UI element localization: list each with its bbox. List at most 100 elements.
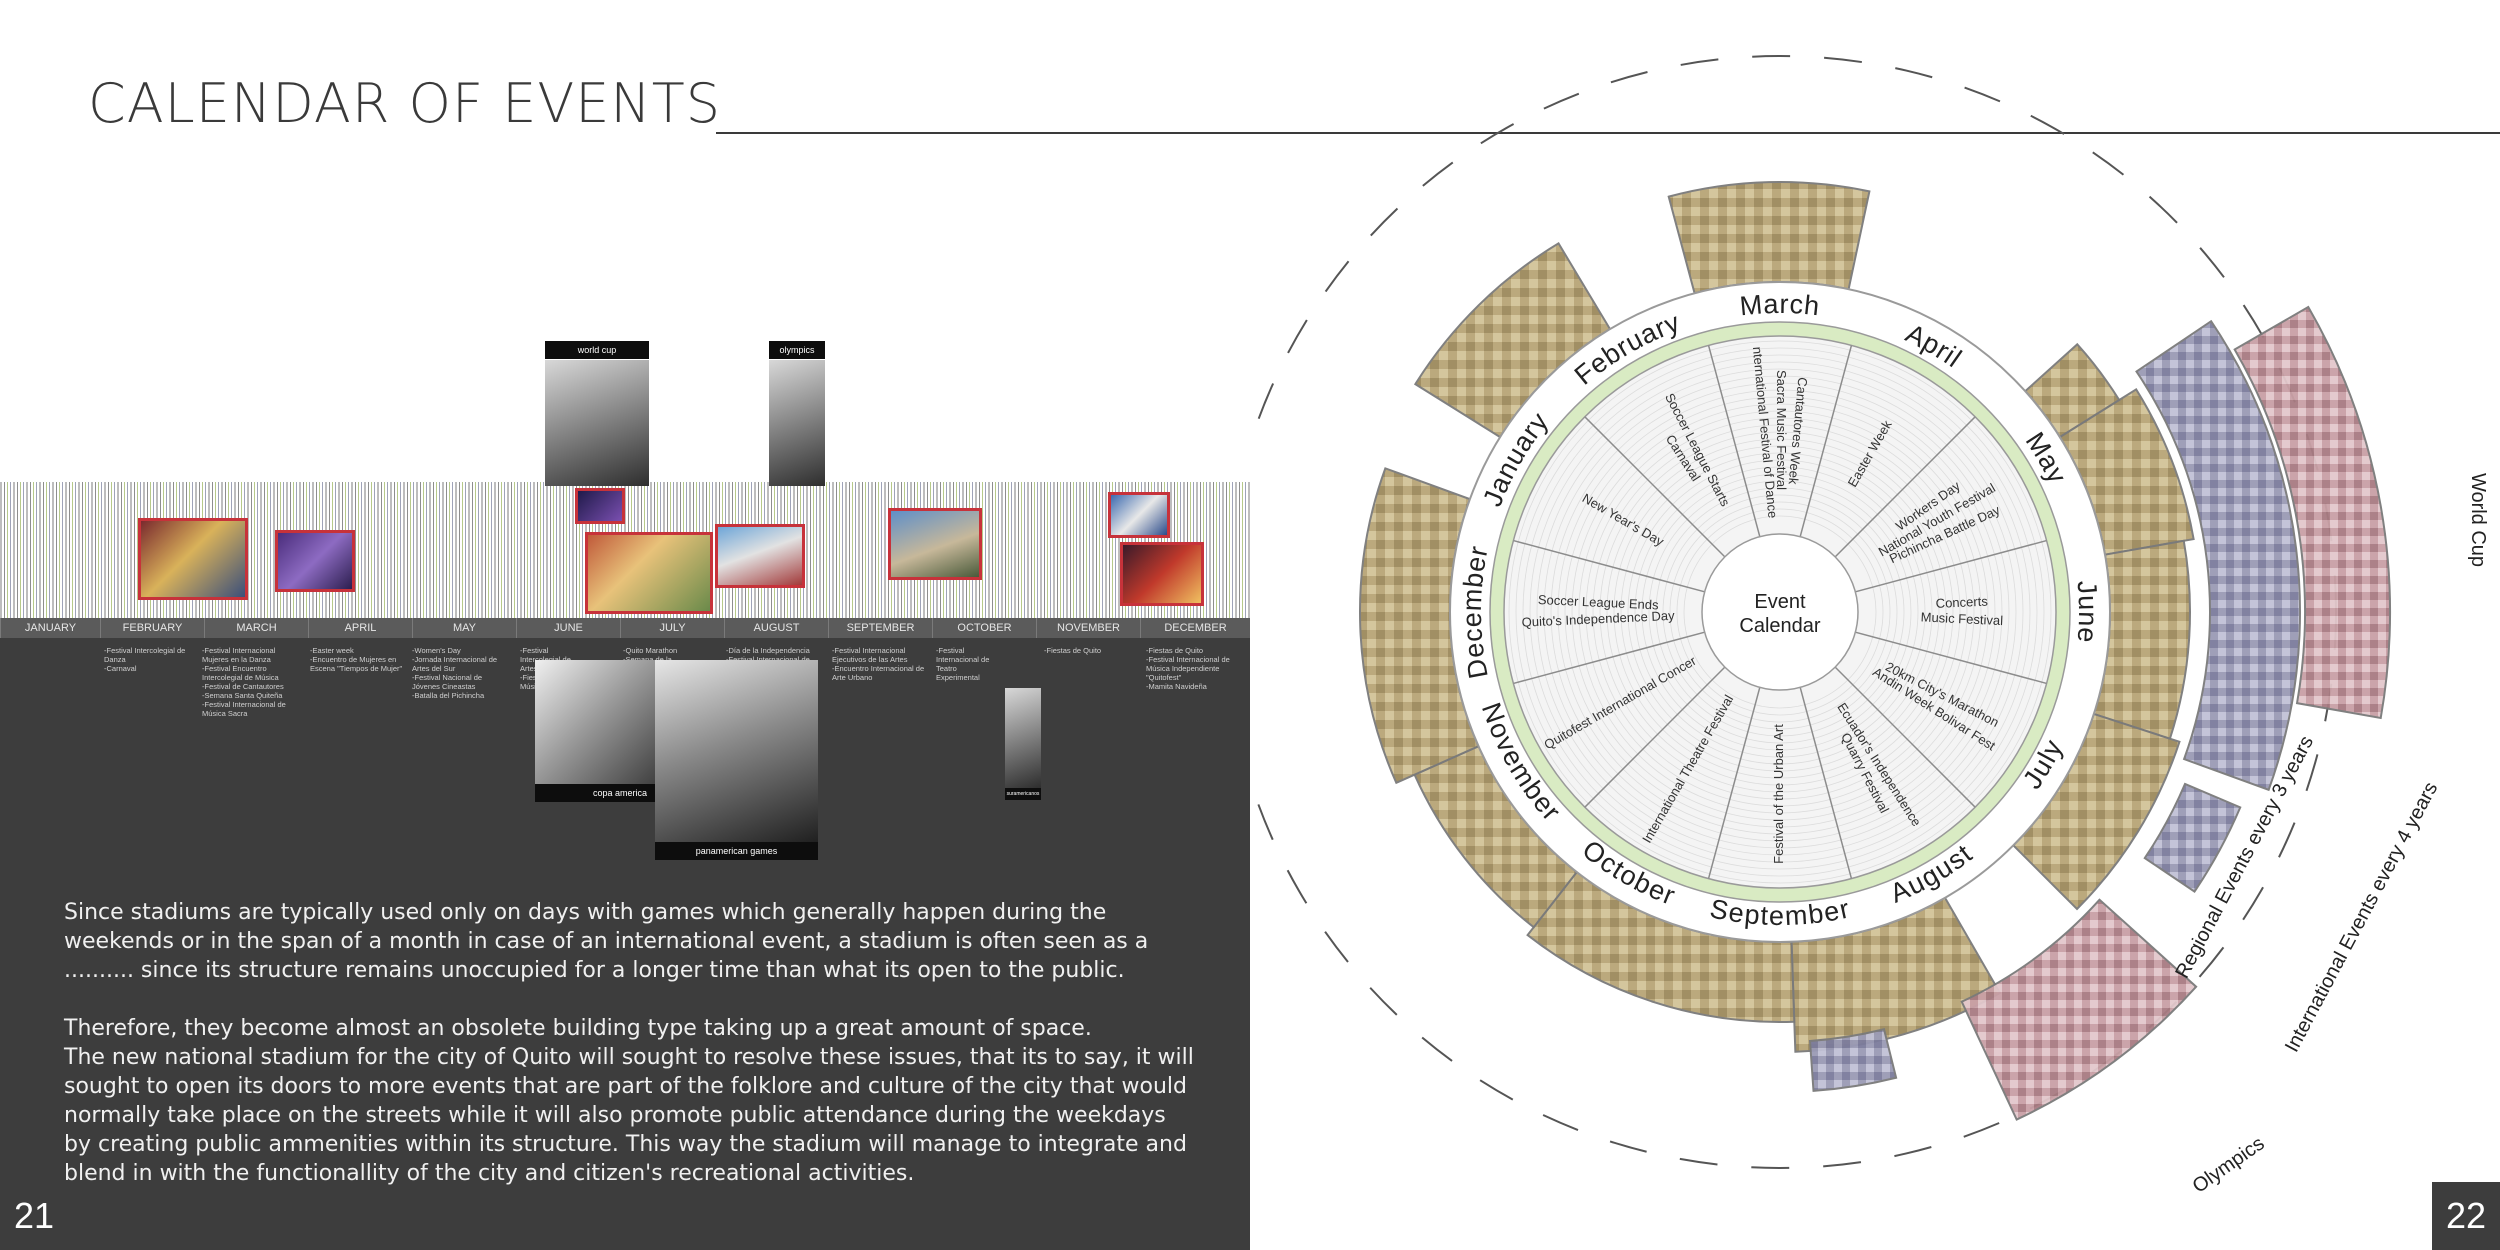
grid-ring: [1557, 389, 2003, 835]
month-label: MAY: [412, 618, 516, 638]
grid-ring: [1655, 487, 1905, 737]
wheel-core: [1449, 281, 2111, 943]
independence-photo: [715, 524, 805, 588]
month-divider: [1513, 539, 1705, 593]
event-calendar-wheel: EventCalendarJanuaryFebruaryMarchAprilMa…: [1250, 0, 2489, 1198]
suramericanos-photo: [1005, 688, 1041, 788]
marathon-photo: [585, 532, 713, 614]
fiestas-quito-photo: [1120, 542, 1204, 606]
urban-art-photo: [888, 508, 982, 580]
grid-ring: [1592, 424, 1968, 800]
carnaval-photo: [138, 518, 248, 600]
event-list-september: -Festival Internacional Ejecutivos de la…: [832, 646, 925, 682]
world-cup-label: World Cup: [2467, 473, 2489, 567]
wheel-event-label: Festival of the Urban Art: [1771, 724, 1786, 864]
month-label: MARCH: [204, 618, 308, 638]
photo-sectors: [1359, 181, 2391, 1121]
page-title: CALENDAR OF EVENTS: [88, 72, 722, 135]
month-divider: [1799, 345, 1853, 537]
wheel-event-label: Concerts: [1935, 594, 1988, 611]
month-label: OCTOBER: [932, 618, 1036, 638]
center-label: Calendar: [1739, 615, 1821, 637]
photo-sector: [1808, 1028, 1898, 1092]
month-label: DECEMBER: [1140, 618, 1250, 638]
month-divider: [1855, 539, 2047, 593]
grid-ring: [1627, 459, 1933, 765]
grid-ring: [1676, 508, 1884, 716]
event-list-april: -Easter week -Encuentro de Mujeres en Es…: [310, 646, 403, 673]
month-divider: [1707, 687, 1761, 879]
grid-ring: [1508, 340, 2052, 884]
olympics-tag: olympics: [769, 341, 825, 359]
wheel-month-label: December: [1457, 543, 1494, 681]
grid-ring: [1543, 375, 2017, 849]
month-label: JUNE: [516, 618, 620, 638]
wheel-event-label: Soccer League Ends: [1538, 592, 1660, 612]
event-list-may: -Women's Day -Jornada Internacional de A…: [412, 646, 498, 700]
suramericanos-tag: suramericanos: [1005, 788, 1041, 800]
wheel-month-label: June: [2071, 579, 2103, 644]
world-cup-tag: world cup: [545, 341, 649, 359]
photo-sector: [2135, 319, 2301, 792]
center-label: Event: [1754, 591, 1806, 613]
event-list-november: -Fiestas de Quito: [1044, 646, 1102, 655]
photo-sector: [2143, 782, 2242, 893]
month-label: JANUARY: [0, 618, 100, 638]
grid-ring: [1515, 347, 2045, 877]
month-divider: [1834, 666, 1976, 808]
international-events-label: International Events every 4 years: [2281, 779, 2442, 1056]
grid-ring: [1564, 396, 1996, 828]
month-label: SEPTEMBER: [828, 618, 932, 638]
month-divider: [1834, 416, 1976, 558]
page-number-right: 22: [2432, 1182, 2500, 1250]
paragraph: Therefore, they become almost an obsolet…: [64, 1016, 1194, 1186]
photo-sector: [2233, 305, 2391, 720]
month-divider: [1584, 416, 1726, 558]
wheel-event-label: Sacra Music Festival: [1774, 370, 1789, 490]
grid-ring: [1683, 515, 1877, 709]
olympics-photo: [769, 360, 825, 486]
grid-ring: [1529, 361, 2031, 863]
month-label: AUGUST: [724, 618, 828, 638]
grid-ring: [1585, 417, 1975, 807]
concert-photo: [575, 488, 625, 524]
month-label: JULY: [620, 618, 724, 638]
event-list-march: -Festival Internacional Mujeres en la Da…: [202, 646, 286, 718]
wheel-month-label: March: [1738, 289, 1821, 322]
month-divider: [1707, 345, 1761, 537]
month-divider: [1513, 631, 1705, 685]
grid-ring: [1578, 410, 1982, 814]
month-divider: [1855, 631, 2047, 685]
grid-ring: [1550, 382, 2010, 842]
month-divider: [1799, 687, 1853, 879]
grid-ring: [1522, 354, 2038, 870]
event-list-december: -Fiestas de Quito -Festival Internaciona…: [1146, 646, 1230, 691]
grid-ring: [1620, 452, 1940, 772]
grid-ring: [1662, 494, 1898, 730]
grid-ring: [1536, 368, 2024, 856]
grid-ring: [1669, 501, 1891, 723]
month-bar: JANUARY FEBRUARY MARCH APRIL MAY JUNE JU…: [0, 618, 1250, 638]
quitofest-photo: [1108, 492, 1170, 538]
grid-ring: [1571, 403, 1989, 821]
wheel-event-label: Quito's Independence Day: [1521, 608, 1675, 630]
month-label: FEBRUARY: [100, 618, 204, 638]
grid-ring: [1599, 431, 1961, 793]
grid-ring: [1641, 473, 1919, 751]
grid-ring: [1606, 438, 1954, 786]
easter-photo: [275, 530, 355, 592]
world-cup-photo: [545, 360, 649, 486]
grid-ring: [1648, 480, 1912, 744]
center-disc: [1701, 533, 1859, 691]
photo-sector: [1960, 898, 2198, 1121]
page-number-left: 21: [0, 1182, 68, 1250]
olympics-label: Olympics: [2189, 1132, 2269, 1197]
event-list-october: -Festival Internacional de Teatro Experi…: [936, 646, 990, 682]
photo-sector: [1667, 181, 1871, 295]
month-label: APRIL: [308, 618, 412, 638]
grid-ring: [1634, 466, 1926, 758]
wheel-event-label: Music Festival: [1920, 610, 2003, 629]
month-divider: [1584, 666, 1726, 808]
panamerican-photo: [655, 660, 818, 842]
